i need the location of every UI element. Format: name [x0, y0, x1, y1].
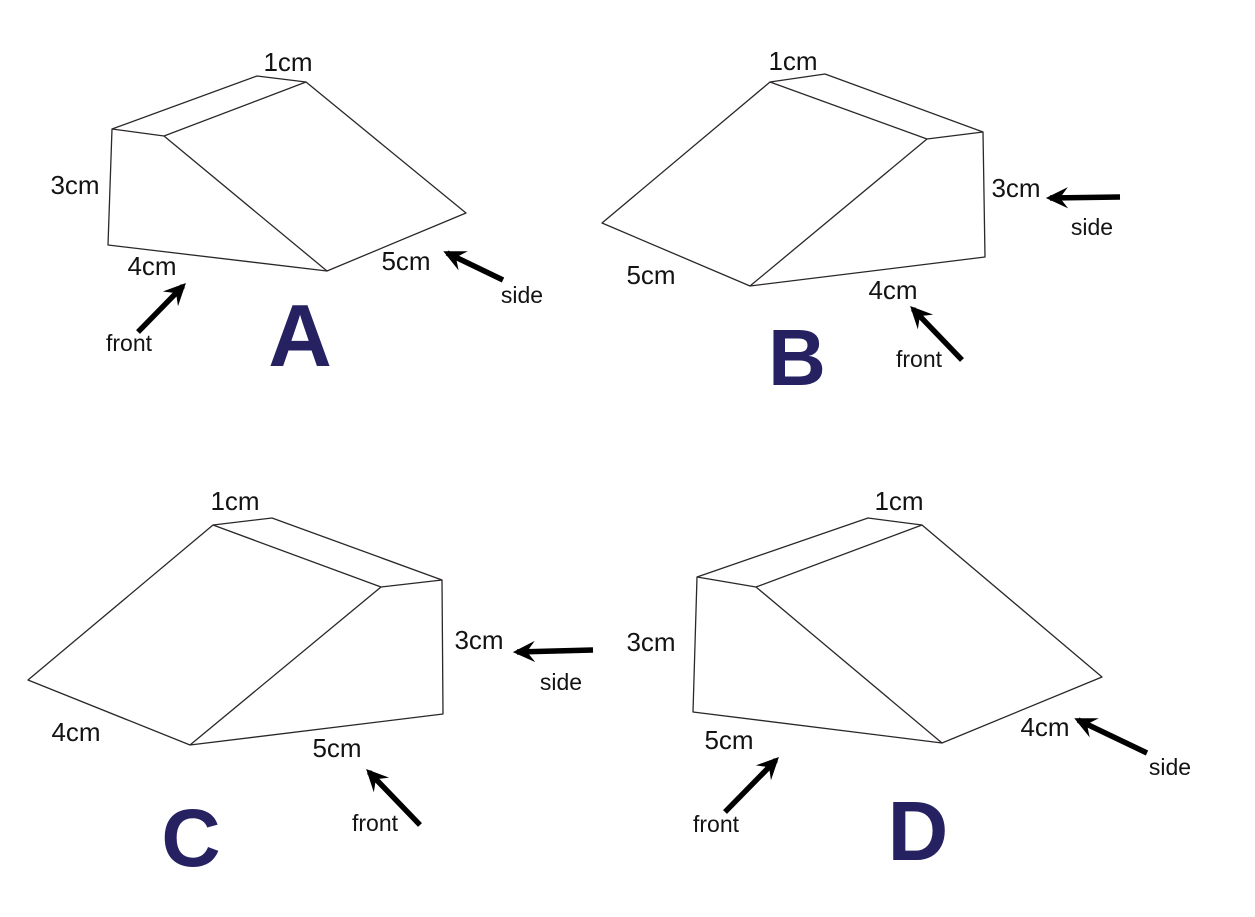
side-arrow-B	[1045, 187, 1121, 209]
dimension-label-C-3cm: 3cm	[454, 625, 503, 655]
wedge-inner-edge	[755, 586, 943, 744]
front-label-B: front	[896, 346, 943, 372]
side-label-B: side	[1071, 214, 1113, 240]
front-label-C: front	[352, 810, 399, 836]
dimension-label-B-1cm: 1cm	[768, 46, 817, 76]
side-arrow-D	[1074, 717, 1149, 756]
dimension-label-D-4cm: 4cm	[1020, 712, 1069, 742]
dimension-label-C-4cm: 4cm	[51, 717, 100, 747]
figure-A: 1cm 3cm 4cm 5cm front side A	[50, 47, 543, 385]
wedge-inner-edge	[380, 579, 443, 588]
dimension-label-B-5cm: 5cm	[626, 260, 675, 290]
dimension-label-A-4cm: 4cm	[127, 251, 176, 281]
front-arrow-B	[910, 306, 964, 362]
dimension-label-D-5cm: 5cm	[704, 725, 753, 755]
dimension-label-D-1cm: 1cm	[874, 486, 923, 516]
figure-letter-A: A	[268, 286, 332, 385]
side-label-D: side	[1149, 754, 1191, 780]
side-arrow-A	[443, 250, 505, 283]
wedge-inner-edge	[189, 586, 382, 746]
wedge-inner-edge	[749, 138, 928, 287]
dimension-label-D-3cm: 3cm	[626, 627, 675, 657]
dimension-label-A-1cm: 1cm	[263, 47, 312, 77]
figure-letter-B: B	[768, 313, 826, 402]
dimension-label-C-1cm: 1cm	[210, 486, 259, 516]
wedge-outline-D	[692, 517, 1103, 744]
front-label-D: front	[693, 811, 740, 837]
wedge-outline-A	[107, 75, 467, 272]
front-label-A: front	[106, 330, 153, 356]
wedge-inner-edge	[163, 81, 307, 137]
dimension-label-B-3cm: 3cm	[991, 173, 1040, 203]
wedge-inner-edge	[755, 524, 923, 588]
wedge-inner-edge	[163, 135, 328, 272]
dimension-label-A-3cm: 3cm	[50, 170, 99, 200]
side-label-A: side	[501, 282, 543, 308]
wedge-inner-edge	[696, 576, 757, 588]
wedge-inner-edge	[769, 81, 928, 140]
side-label-C: side	[540, 669, 582, 695]
wedge-inner-edge	[212, 524, 382, 588]
wedge-outline-B	[601, 73, 986, 287]
side-arrow-C	[512, 640, 594, 663]
front-arrow-D	[723, 757, 779, 814]
wedge-inner-edge	[111, 128, 165, 137]
dimension-label-A-5cm: 5cm	[381, 246, 430, 276]
dimension-label-B-4cm: 4cm	[868, 275, 917, 305]
front-arrow-A	[136, 283, 186, 334]
dimension-label-C-5cm: 5cm	[312, 733, 361, 763]
wedge-inner-edge	[926, 131, 984, 140]
figure-letter-D: D	[888, 784, 949, 878]
figure-letter-C: C	[161, 793, 220, 884]
wedge-outline-C	[27, 517, 444, 746]
front-arrow-C	[366, 769, 422, 827]
